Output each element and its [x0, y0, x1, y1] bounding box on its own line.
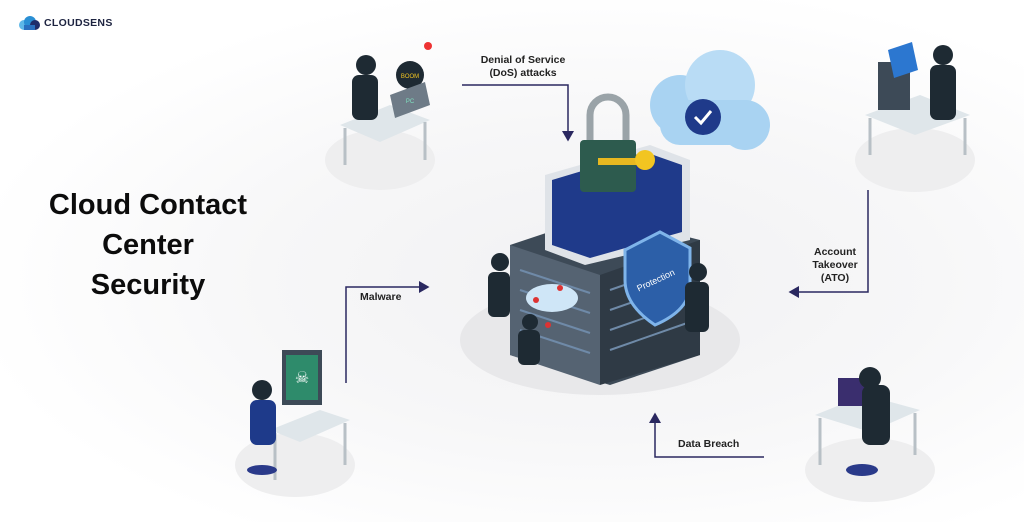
label-line: Takeover — [812, 259, 858, 271]
title-line: Security — [90, 269, 206, 301]
breach-hacker-desk — [815, 367, 920, 476]
label-line: (ATO) — [820, 272, 850, 284]
ato-arrow — [788, 190, 869, 298]
page-title: Cloud Contact Center Security — [20, 185, 276, 305]
cloud-logo-icon — [19, 16, 40, 30]
brand-logo: CLOUDSENS — [18, 16, 113, 30]
floor-shadow — [235, 433, 355, 497]
malware-hacker-desk: ☠ — [247, 350, 350, 480]
ato-hacker-desk — [865, 42, 970, 155]
padlock-icon — [580, 93, 636, 192]
label-line: Denial of Service — [480, 54, 566, 66]
dos-arrow — [462, 84, 574, 142]
svg-text:PC: PC — [406, 99, 415, 105]
svg-text:☠: ☠ — [295, 368, 309, 387]
malware-arrow — [345, 281, 430, 383]
brand-name: CLOUDSENS — [44, 17, 113, 29]
breach-label: Data Breach — [678, 438, 740, 450]
label-line: Account — [814, 246, 856, 258]
svg-text:BOOM: BOOM — [401, 74, 419, 80]
malware-label: Malware — [360, 291, 402, 303]
breach-arrow — [649, 412, 764, 458]
dos-label: Denial of Service (DoS) attacks — [468, 54, 578, 80]
title-line: Center — [102, 229, 194, 261]
label-line: (DoS) attacks — [489, 67, 557, 79]
network-cloud-icon — [526, 284, 578, 328]
hacker-figures — [488, 253, 709, 365]
ato-label: Account Takeover (ATO) — [800, 246, 870, 285]
cloud-icon — [650, 50, 770, 150]
floor-shadow — [855, 128, 975, 192]
dos-hacker-desk: BOOM PC — [340, 42, 432, 165]
key-icon — [598, 150, 655, 170]
floor-shadow — [325, 130, 435, 190]
title-line: Cloud Contact — [48, 189, 248, 221]
